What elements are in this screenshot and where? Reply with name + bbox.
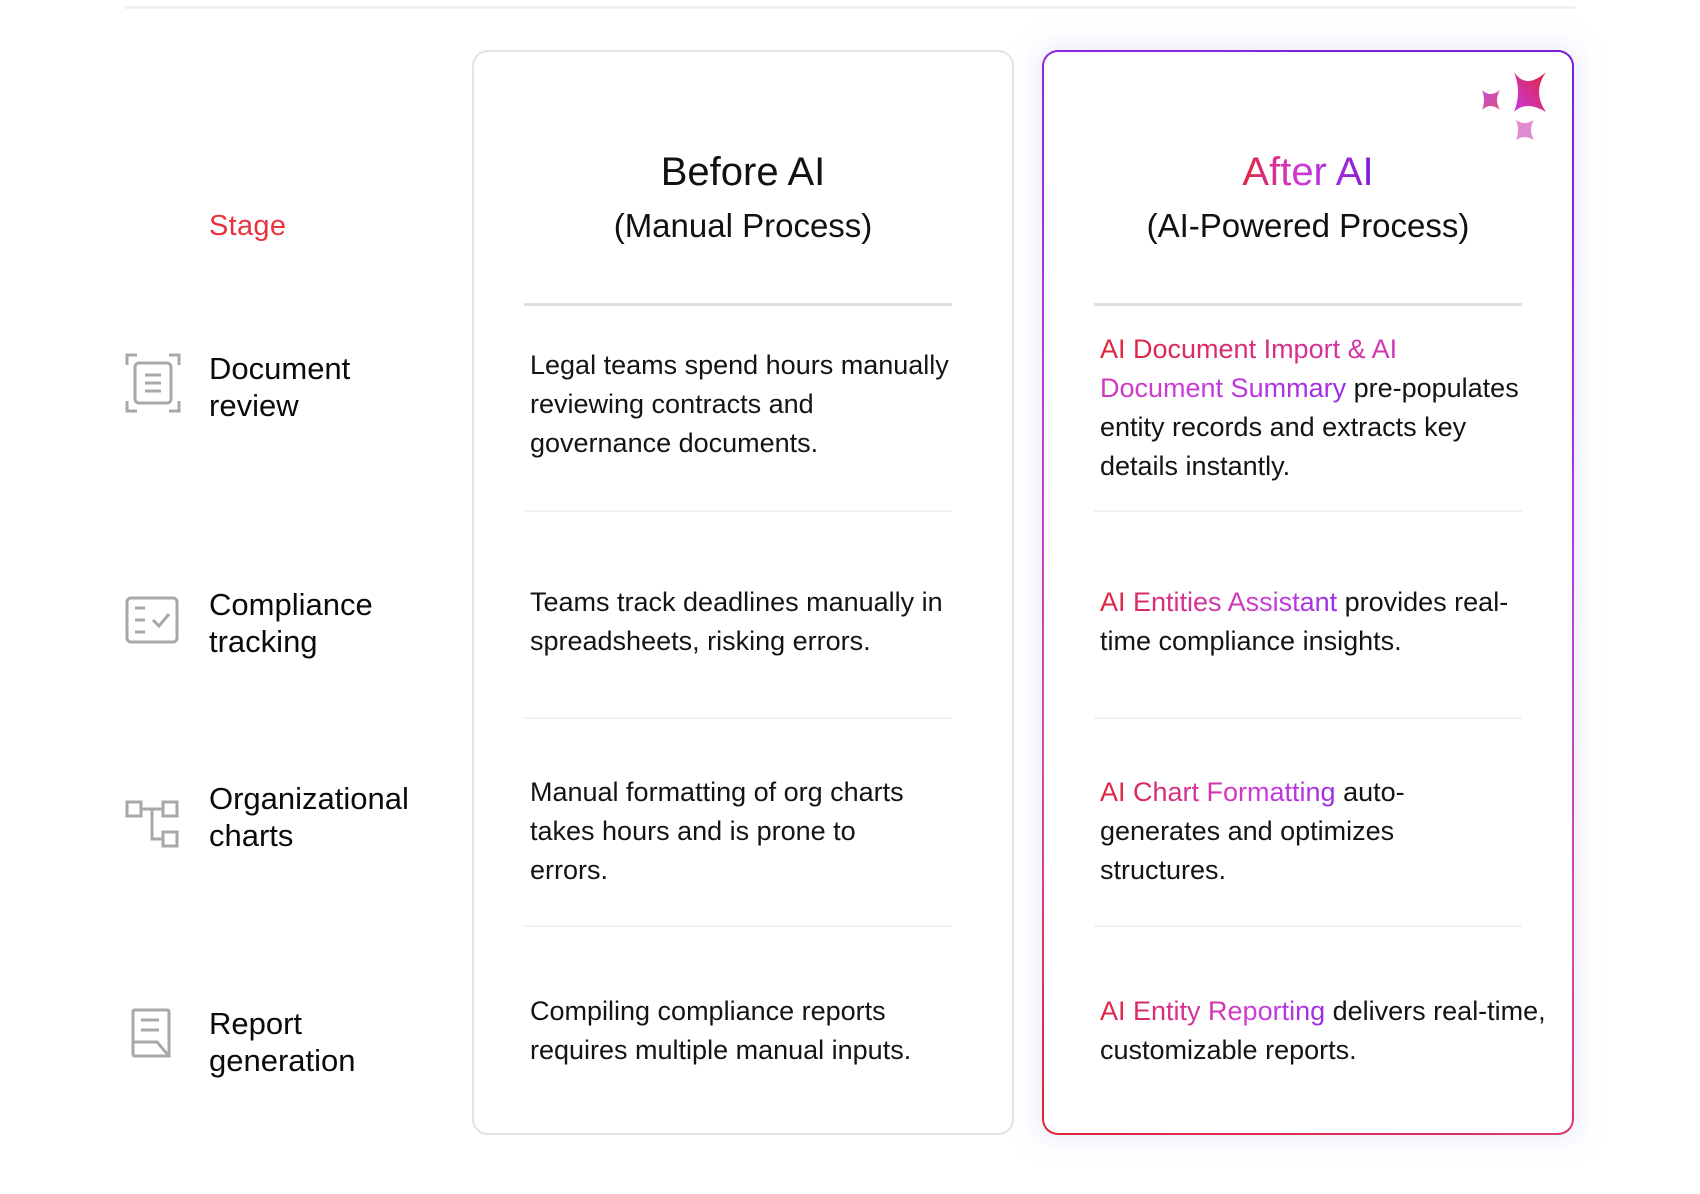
stage-name: Organizational charts	[209, 781, 409, 853]
row-separator	[1094, 717, 1522, 719]
before-cell-report-generation: Compiling compliance reports requires mu…	[530, 996, 912, 1065]
org-chart-icon	[125, 793, 183, 855]
before-cell-compliance-tracking: Teams track deadlines manually in spread…	[530, 587, 943, 656]
stage-name: Report generation	[209, 1006, 356, 1078]
sparkles-icon	[1482, 72, 1546, 140]
stage-compliance-tracking: Compliance tracking	[125, 587, 373, 659]
before-cell-organizational-charts: Manual formatting of org charts takes ho…	[530, 777, 904, 885]
header-divider	[524, 303, 952, 306]
top-rule	[125, 6, 1575, 9]
after-cell-organizational-charts: AI Chart Formatting auto-generates and o…	[1100, 777, 1405, 885]
row-separator	[1094, 925, 1522, 927]
after-ai-subtitle: (AI-Powered Process)	[1146, 207, 1470, 244]
stage-name: Document review	[209, 351, 351, 423]
stage-name: Compliance tracking	[209, 587, 373, 659]
row-separator	[524, 510, 952, 512]
stage-document-review: Document review	[125, 351, 350, 423]
row-separator	[1094, 510, 1522, 512]
stage-organizational-charts: Organizational charts	[125, 781, 409, 855]
before-ai-title: Before AI	[660, 150, 826, 194]
checklist-icon	[125, 589, 183, 651]
after-ai-card: After AI (AI-Powered Process) AI Documen…	[1042, 50, 1574, 1135]
row-separator	[524, 925, 952, 927]
after-cell-report-generation: AI Entity Reporting delivers real-time, …	[1100, 996, 1546, 1065]
report-icon	[125, 1003, 183, 1065]
before-ai-card: Before AI (Manual Process) Legal teams s…	[472, 50, 1014, 1135]
stage-report-generation: Report generation	[125, 1003, 356, 1078]
stage-column-header: Stage	[209, 210, 287, 242]
header-divider	[1094, 303, 1522, 306]
row-separator	[524, 717, 952, 719]
document-scan-icon	[125, 352, 183, 414]
before-ai-subtitle: (Manual Process)	[613, 207, 873, 244]
after-ai-title: After AI	[1242, 150, 1374, 194]
after-cell-compliance-tracking: AI Entities Assistant provides real-time…	[1100, 587, 1509, 656]
after-cell-document-review: AI Document Import & AI Document Summary…	[1100, 334, 1519, 481]
before-cell-document-review: Legal teams spend hours manually reviewi…	[530, 350, 949, 458]
